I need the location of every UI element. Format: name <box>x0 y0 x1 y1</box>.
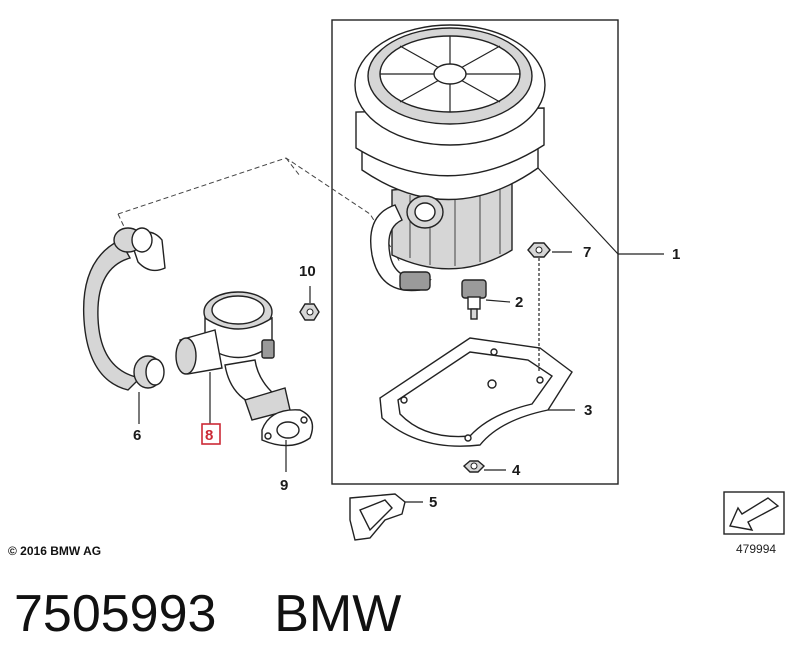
part-number: 7505993 <box>14 585 217 643</box>
sensor-part <box>461 279 487 320</box>
leader-lines <box>138 167 664 503</box>
secondary-air-pump <box>354 24 546 292</box>
copyright-text: © 2016 BMW AG <box>8 544 101 558</box>
hose-part <box>82 227 166 391</box>
callout-8: 8 <box>205 427 213 444</box>
brand: BMW <box>274 585 402 643</box>
clip-part <box>349 493 406 541</box>
nut-part-7 <box>527 242 551 372</box>
callout-8-highlight-box <box>201 423 221 445</box>
callout-4: 4 <box>512 462 521 479</box>
gasket-part <box>261 409 314 447</box>
callout-10: 10 <box>299 263 316 280</box>
callout-2: 2 <box>515 294 523 311</box>
image-number: 479994 <box>736 542 776 556</box>
callout-6: 6 <box>133 427 141 444</box>
combination-valve <box>175 291 291 421</box>
assembly-frame <box>331 19 619 485</box>
arrow-icon <box>728 497 780 531</box>
image-number-box <box>723 491 785 535</box>
callout-3: 3 <box>584 402 592 419</box>
mounting-bracket <box>379 337 573 447</box>
callout-5: 5 <box>429 494 437 511</box>
callout-7: 7 <box>583 244 591 261</box>
callout-1: 1 <box>672 246 680 263</box>
callout-9: 9 <box>280 477 288 494</box>
caption: 7505993 BMW <box>14 582 401 646</box>
nut-part-10 <box>299 303 320 321</box>
nut-part-4 <box>462 460 486 473</box>
